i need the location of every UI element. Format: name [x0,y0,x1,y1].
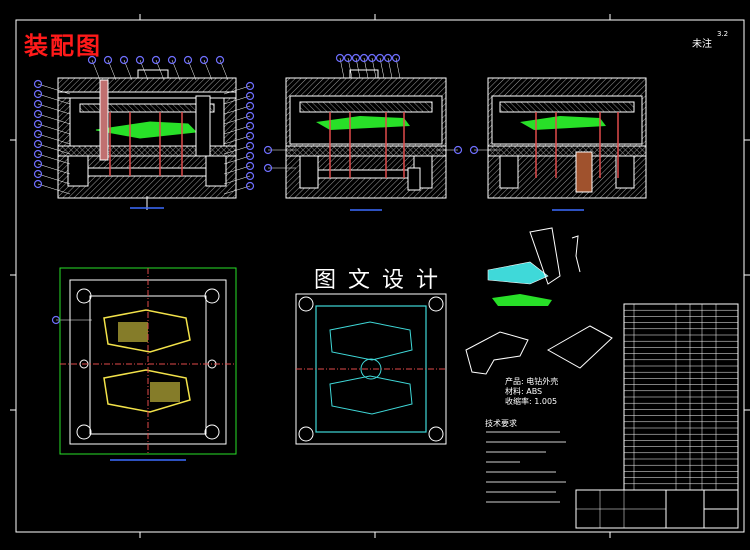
product-sketches [465,227,613,375]
callout-balloon [383,53,393,63]
callout-balloon [33,129,43,139]
callout-balloon [453,145,463,155]
callout-balloon [245,181,255,191]
watermark-text: 图文设计 [314,268,451,293]
callout-balloon [343,53,353,63]
product-material: 材料: ABS [505,387,543,396]
callout-balloon [263,163,273,173]
callout-balloon [183,55,193,65]
callout-balloon [263,145,273,155]
callout-balloon [367,53,377,63]
callout-balloon [391,53,401,63]
section-view-main [57,69,237,210]
callout-balloon [245,91,255,101]
callout-balloon [245,131,255,141]
callout-balloon [245,161,255,171]
callout-balloon [33,179,43,189]
callout-balloon [103,55,113,65]
callout-balloon [33,79,43,89]
callout-balloon [33,89,43,99]
callout-balloon [335,53,345,63]
callout-balloon [245,141,255,151]
callout-balloon [33,99,43,109]
callout-balloon [199,55,209,65]
callout-balloon [215,55,225,65]
technical-notes-lines [486,431,566,503]
section-view-right [487,77,647,211]
drawing-border [15,19,745,533]
callout-balloon [33,139,43,149]
callout-balloon [351,53,361,63]
callout-balloon [375,53,385,63]
callout-balloon [245,121,255,131]
parts-list-table [623,303,739,491]
callout-balloon [135,55,145,65]
plan-view-cavity [295,293,447,445]
product-name: 产品: 电钻外壳 [505,377,559,386]
callout-balloon [245,81,255,91]
callout-balloon [119,55,129,65]
drawing-title: 装配图 [24,32,102,60]
roughness-value: 3.2 [717,30,729,38]
callout-balloon [245,151,255,161]
callout-balloon [33,169,43,179]
frame-ticks [10,14,750,538]
product-shrinkage: 收缩率: 1.005 [505,397,558,406]
callout-balloon [151,55,161,65]
section-view-middle [285,69,447,211]
callout-balloon [245,111,255,121]
callout-balloon [167,55,177,65]
callout-balloon [33,149,43,159]
title-block [575,489,739,529]
callout-balloon [245,101,255,111]
callout-balloon [33,109,43,119]
roughness-note: 未注 [692,39,712,50]
callout-balloon [33,119,43,129]
plan-view-core [59,267,237,461]
part-callouts [33,53,500,325]
callout-balloon [469,145,479,155]
callout-balloon [87,55,97,65]
callout-balloon [245,171,255,181]
technical-notes-title: 技术要求 [485,419,517,428]
callout-balloon [33,159,43,169]
callout-balloon [359,53,369,63]
